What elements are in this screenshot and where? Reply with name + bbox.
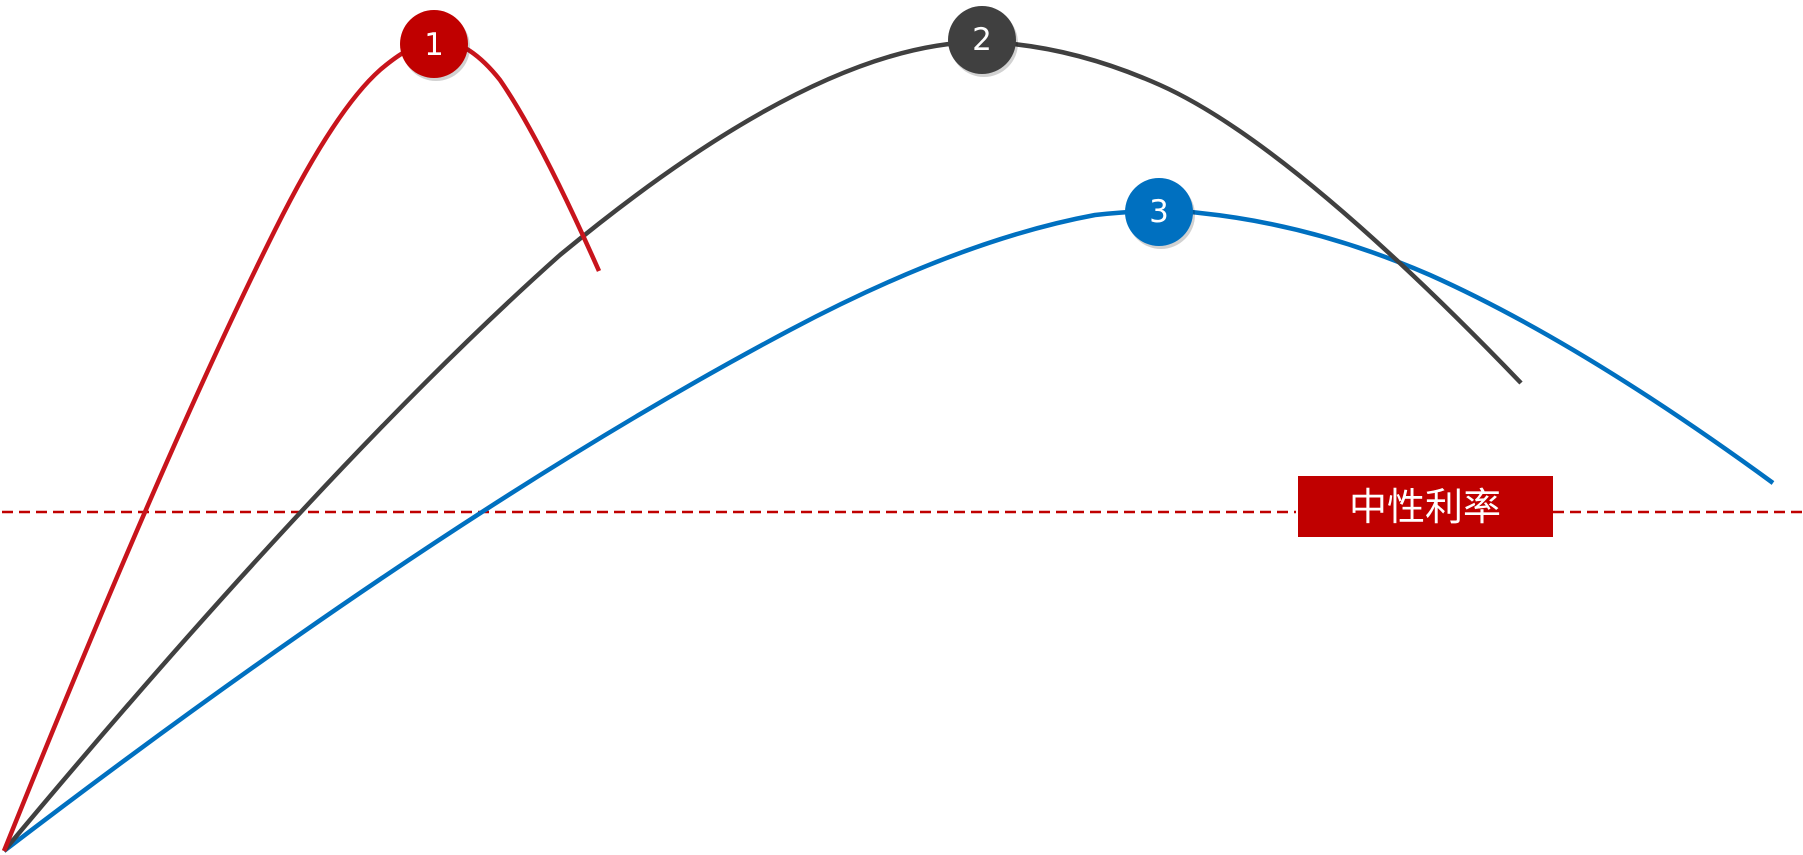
marker-3-circle — [1125, 178, 1193, 246]
neutral-rate-label-text: 中性利率 — [1349, 485, 1501, 529]
curve-1 — [1, 37, 602, 852]
marker-2-label: 2 — [972, 22, 992, 58]
marker-1-circle — [400, 10, 468, 78]
marker-3: 3 — [1125, 178, 1195, 249]
curve-2 — [2, 39, 1523, 853]
marker-2-circle — [948, 6, 1016, 74]
neutral-rate-label: 中性利率 — [1298, 476, 1553, 537]
neutral-rate-label-box — [1298, 476, 1553, 537]
marker-1-label: 1 — [424, 27, 444, 63]
marker-3-label: 3 — [1149, 194, 1169, 230]
marker-1: 1 — [400, 10, 470, 81]
marker-2: 2 — [948, 6, 1018, 77]
curve-3 — [2, 208, 1775, 853]
